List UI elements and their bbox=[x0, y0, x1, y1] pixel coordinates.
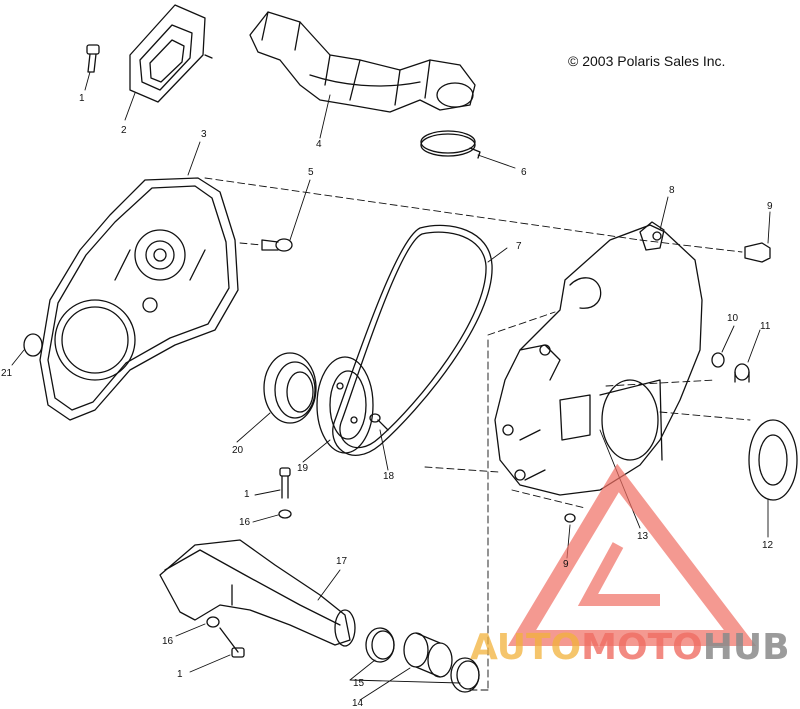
alignment-lines bbox=[204, 177, 751, 691]
callout-label: 10 bbox=[727, 313, 739, 324]
o-ring-part-21 bbox=[23, 333, 43, 357]
plate-part-19 bbox=[316, 356, 374, 454]
callout-label: 21 bbox=[1, 368, 13, 379]
callout-label: 11 bbox=[760, 321, 771, 332]
clamp-part-15-right bbox=[450, 657, 480, 693]
intake-adapter-part-2 bbox=[129, 4, 213, 103]
callout-label: 16 bbox=[162, 636, 174, 647]
callout-label: 14 bbox=[352, 698, 364, 709]
watermark-auto: AUTO bbox=[470, 627, 582, 668]
washer-part-16-middle bbox=[278, 509, 292, 519]
exhaust-duct-part-17 bbox=[159, 539, 356, 647]
callout-label: 19 bbox=[297, 463, 309, 474]
seal-part-20 bbox=[263, 352, 317, 424]
callout-label: 9 bbox=[563, 559, 569, 570]
callout-label: 5 bbox=[308, 167, 314, 178]
washer-part-10 bbox=[711, 352, 725, 368]
bolt-part-5 bbox=[261, 238, 293, 252]
outer-cover-part-8 bbox=[494, 221, 703, 496]
screw-part-18 bbox=[369, 413, 389, 431]
callout-label: 1 bbox=[177, 669, 183, 680]
callout-label: 9 bbox=[767, 201, 773, 212]
clamp-part-15-left bbox=[365, 627, 395, 663]
drive-belt-part-7 bbox=[332, 224, 493, 456]
bolt-part-9-right bbox=[744, 242, 771, 263]
hose-clamp-part-6 bbox=[420, 130, 481, 159]
callout-label: 1 bbox=[244, 489, 250, 500]
bolt-part-9-lower bbox=[564, 513, 576, 523]
callout-label: 16 bbox=[239, 517, 251, 528]
callout-label: 12 bbox=[762, 540, 774, 551]
inner-cover-part-3 bbox=[39, 177, 239, 421]
bolt-part-1-top bbox=[86, 44, 100, 73]
gasket-disc-part-12 bbox=[748, 419, 798, 501]
watermark-moto: MOTO bbox=[581, 627, 703, 668]
sleeve-part-14 bbox=[403, 632, 453, 678]
callout-label: 2 bbox=[121, 125, 127, 136]
callout-label: 17 bbox=[336, 556, 348, 567]
watermark-logo-icon bbox=[507, 463, 757, 646]
bolt-part-1-middle bbox=[279, 467, 291, 499]
callout-label: 15 bbox=[353, 678, 365, 689]
watermark-hub: HUB bbox=[702, 627, 790, 668]
copyright-text: © 2003 Polaris Sales Inc. bbox=[568, 53, 726, 69]
callout-label: 3 bbox=[201, 129, 207, 140]
callout-label: 7 bbox=[516, 241, 522, 252]
plug-part-11 bbox=[734, 363, 750, 383]
callout-label: 6 bbox=[521, 167, 527, 178]
callout-label: 18 bbox=[383, 471, 395, 482]
callout-label: 20 bbox=[232, 445, 244, 456]
callout-label: 1 bbox=[79, 93, 85, 104]
bolt-part-1-lower bbox=[219, 627, 245, 658]
callout-label: 13 bbox=[637, 531, 649, 542]
intake-duct-part-4 bbox=[249, 11, 476, 113]
callout-label: 8 bbox=[669, 185, 675, 196]
leader-lines bbox=[11, 71, 771, 701]
washer-part-16-lower bbox=[206, 616, 220, 628]
callout-label: 4 bbox=[316, 139, 322, 150]
watermark-wordmark: AUTOMOTOHUB bbox=[470, 627, 790, 668]
